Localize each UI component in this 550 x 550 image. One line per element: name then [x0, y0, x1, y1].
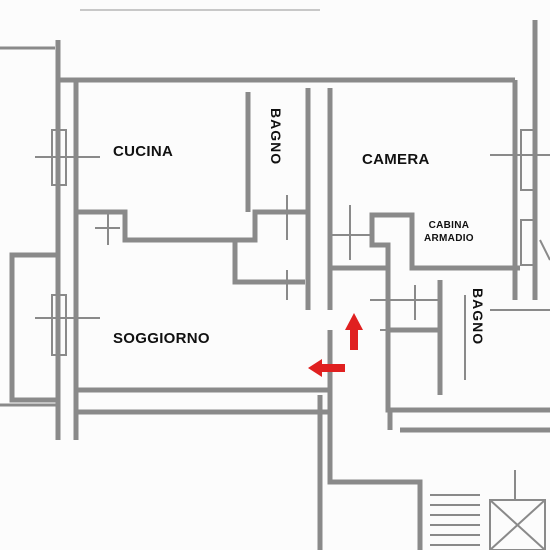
room-label-camera: CAMERA — [362, 151, 430, 168]
room-label-bagno-2: BAGNO — [470, 288, 486, 346]
windows — [35, 129, 550, 356]
room-label-soggiorno: SOGGIORNO — [113, 330, 210, 347]
door-marks — [95, 195, 550, 380]
entrance-arrow-up-icon — [345, 313, 363, 350]
room-label-cabina-armadio: CABINA ARMADIO — [424, 219, 474, 245]
entrance-arrow-left-icon — [308, 359, 345, 377]
stairwell — [430, 470, 546, 550]
room-label-cucina: CUCINA — [113, 143, 174, 160]
room-label-cabina-line2: ARMADIO — [424, 233, 474, 244]
room-label-bagno-1: BAGNO — [268, 108, 284, 166]
room-label-cabina-line1: CABINA — [428, 220, 470, 231]
